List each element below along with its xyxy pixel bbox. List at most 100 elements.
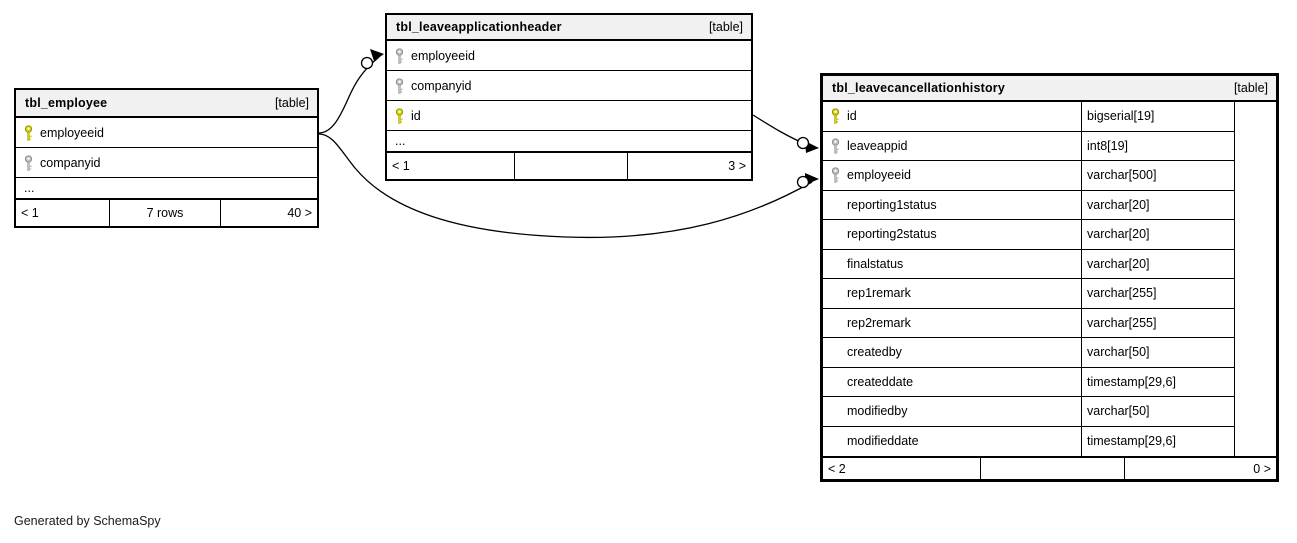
- table-row: companyid: [16, 148, 317, 178]
- table-row: leaveappid int8[19]: [823, 131, 1276, 161]
- table-row: createddate timestamp[29,6]: [823, 367, 1276, 397]
- column-type: bigserial[19]: [1081, 102, 1234, 132]
- column-name: reporting1status: [847, 197, 937, 212]
- column-type: varchar[255]: [1081, 279, 1234, 309]
- arrowhead: [805, 173, 819, 185]
- table-row: rep2remark varchar[255]: [823, 308, 1276, 338]
- table-node-tbl-leaveapplicationheader: tbl_leaveapplicationheader [table] emplo…: [385, 13, 753, 181]
- table-row: companyid: [387, 71, 751, 101]
- column-type: timestamp[29,6]: [1081, 367, 1234, 397]
- relationship-line: [318, 56, 380, 134]
- column-name: createddate: [847, 374, 914, 389]
- table-row: createdby varchar[50]: [823, 338, 1276, 368]
- zero-or-one-marker: [796, 136, 810, 150]
- column-type: varchar[20]: [1081, 249, 1234, 279]
- column-name: employeeid: [847, 168, 911, 183]
- table-footer: < 2 0 >: [823, 456, 1276, 479]
- primary-key-icon: [24, 124, 33, 141]
- table-type-badge: [table]: [1233, 81, 1268, 95]
- table-row: employeeid varchar[500]: [823, 161, 1276, 191]
- column-name: employeeid: [40, 125, 104, 140]
- footer-rowcount: 7 rows: [109, 200, 220, 226]
- column-name: employeeid: [411, 48, 475, 63]
- footer-parents: < 1: [392, 159, 410, 173]
- table-type-badge: [table]: [274, 96, 309, 110]
- column-name: id: [847, 109, 857, 124]
- generated-by-note: Generated by SchemaSpy: [14, 514, 161, 528]
- column-type: int8[19]: [1081, 131, 1234, 161]
- spacer-column: [1234, 279, 1276, 309]
- foreign-key-icon: [395, 47, 404, 64]
- table-node-tbl-leavecancellationhistory: tbl_leavecancellationhistory [table] id …: [820, 73, 1279, 482]
- table-row: finalstatus varchar[20]: [823, 249, 1276, 279]
- table-row: id: [387, 101, 751, 131]
- footer-rowcount: [980, 458, 1124, 479]
- spacer-column: [1234, 161, 1276, 191]
- table-row: rep1remark varchar[255]: [823, 279, 1276, 309]
- table-row: employeeid: [16, 118, 317, 148]
- column-name: finalstatus: [847, 256, 904, 271]
- footer-rowcount: [514, 153, 627, 179]
- table-header: tbl_leaveapplicationheader [table]: [387, 15, 751, 41]
- relationship-line: [752, 114, 813, 148]
- spacer-column: [1234, 367, 1276, 397]
- more-columns-ellipsis: ...: [16, 178, 317, 200]
- table-node-tbl-employee: tbl_employee [table] employeeid companyi…: [14, 88, 319, 228]
- footer-parents: < 1: [21, 206, 39, 220]
- column-name: id: [411, 108, 421, 123]
- column-type: varchar[50]: [1081, 338, 1234, 368]
- spacer-column: [1234, 397, 1276, 427]
- column-name: leaveappid: [847, 138, 908, 153]
- column-type: varchar[20]: [1081, 190, 1234, 220]
- table-type-badge: [table]: [708, 20, 743, 34]
- spacer-column: [1234, 426, 1276, 456]
- footer-children: 0 >: [1124, 458, 1276, 479]
- table-row: employeeid: [387, 41, 751, 71]
- column-type: timestamp[29,6]: [1081, 426, 1234, 456]
- table-title[interactable]: tbl_employee: [25, 96, 108, 110]
- column-name: modifieddate: [847, 434, 919, 449]
- table-footer: < 1 3 >: [387, 153, 751, 179]
- table-row: modifiedby varchar[50]: [823, 397, 1276, 427]
- foreign-key-icon: [831, 138, 840, 154]
- spacer-column: [1234, 249, 1276, 279]
- spacer-column: [1234, 190, 1276, 220]
- spacer-column: [1234, 308, 1276, 338]
- primary-key-icon: [831, 108, 840, 124]
- table-title[interactable]: tbl_leaveapplicationheader: [396, 20, 562, 34]
- column-name: companyid: [40, 155, 101, 170]
- spacer-column: [1234, 102, 1276, 132]
- table-header: tbl_leavecancellationhistory [table]: [823, 76, 1276, 102]
- spacer-column: [1234, 220, 1276, 250]
- zero-or-one-marker: [360, 56, 374, 70]
- foreign-key-icon: [831, 167, 840, 183]
- arrowhead: [370, 49, 384, 61]
- table-footer: < 1 7 rows 40 >: [16, 200, 317, 226]
- footer-children: 40 >: [220, 200, 317, 226]
- table-row: reporting2status varchar[20]: [823, 220, 1276, 250]
- footer-children: 3 >: [627, 153, 751, 179]
- column-type: varchar[500]: [1081, 161, 1234, 191]
- table-row: id bigserial[19]: [823, 102, 1276, 132]
- more-columns-ellipsis: ...: [387, 131, 751, 153]
- primary-key-icon: [395, 107, 404, 124]
- spacer-column: [1234, 338, 1276, 368]
- column-name: reporting2status: [847, 227, 937, 242]
- foreign-key-icon: [395, 77, 404, 94]
- column-name: rep1remark: [847, 286, 911, 301]
- arrowhead: [805, 141, 819, 153]
- table-row: modifieddate timestamp[29,6]: [823, 426, 1276, 456]
- foreign-key-icon: [24, 154, 33, 171]
- column-name: createdby: [847, 345, 902, 360]
- column-type: varchar[255]: [1081, 308, 1234, 338]
- column-name: modifiedby: [847, 404, 908, 419]
- table-row: reporting1status varchar[20]: [823, 190, 1276, 220]
- table-title[interactable]: tbl_leavecancellationhistory: [832, 81, 1006, 95]
- column-name: rep2remark: [847, 315, 911, 330]
- spacer-column: [1234, 131, 1276, 161]
- column-type: varchar[50]: [1081, 397, 1234, 427]
- zero-or-one-marker: [796, 175, 810, 189]
- table-header: tbl_employee [table]: [16, 90, 317, 118]
- column-type: varchar[20]: [1081, 220, 1234, 250]
